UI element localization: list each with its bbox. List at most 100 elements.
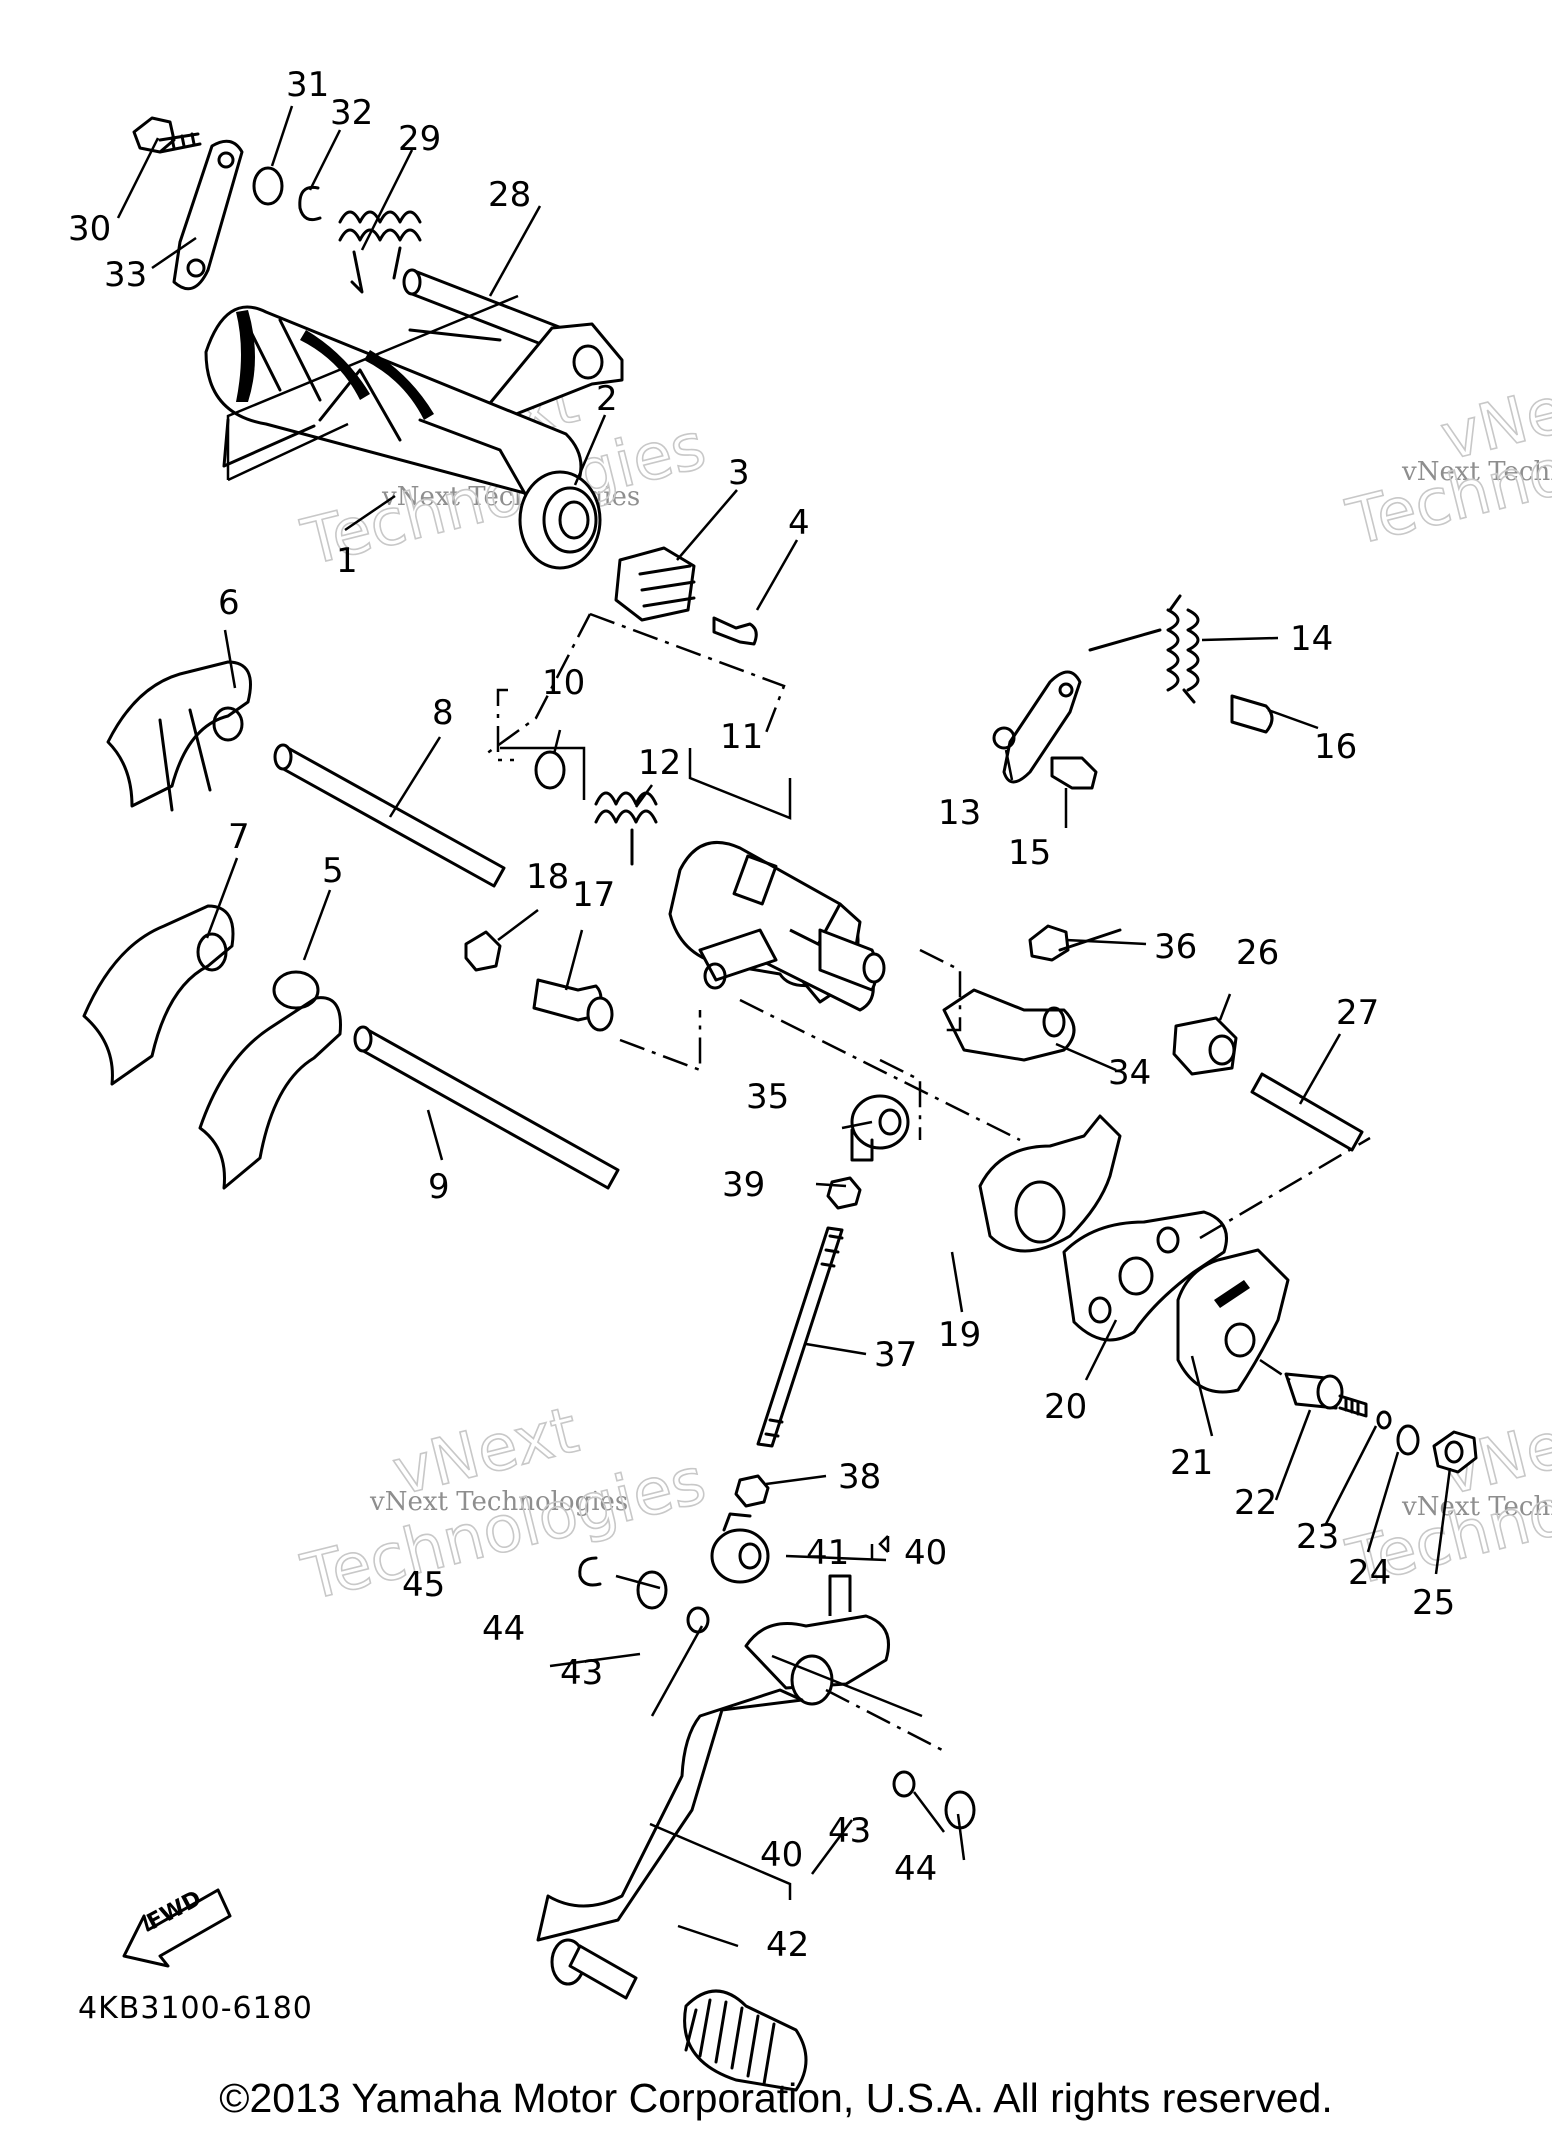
callout-6: 6 [218, 583, 240, 623]
part-42-pedal-rubber [683, 1989, 808, 2092]
part-37-shift-rod [756, 1226, 844, 1448]
part-38-nut [734, 1474, 770, 1508]
assembly-line [619, 1010, 702, 1072]
part-43-washer [892, 1770, 916, 1798]
part-43-washer [686, 1606, 710, 1634]
assembly-line [879, 1058, 922, 1140]
callout-2: 2 [596, 379, 618, 419]
part-44-washer [636, 1570, 668, 1610]
callout-43-left: 43 [560, 1653, 603, 1693]
part-9-guide-bar [353, 1025, 620, 1190]
callout-44-right: 44 [894, 1849, 937, 1889]
callout-29: 29 [398, 119, 441, 159]
callout-42: 42 [766, 1925, 809, 1965]
part-16-screw [1230, 694, 1274, 734]
callout-3: 3 [728, 453, 750, 493]
callout-21: 21 [1170, 1443, 1213, 1483]
callout-16: 16 [1314, 727, 1357, 767]
callout-45: 45 [402, 1565, 445, 1605]
part-6-shift-fork [106, 660, 252, 812]
part-14-spring [1088, 594, 1200, 704]
callout-35: 35 [746, 1077, 789, 1117]
part-18-collar [464, 930, 502, 972]
callout-18: 18 [526, 857, 569, 897]
part-33-stopper-lever [172, 139, 244, 291]
part-31-washer [252, 166, 284, 206]
callout-36: 36 [1154, 927, 1197, 967]
callout-4: 4 [788, 503, 810, 543]
part-34-shift-arm [942, 988, 1076, 1062]
callout-44-left: 44 [482, 1609, 525, 1649]
callout-13: 13 [938, 793, 981, 833]
bracket-line [226, 294, 519, 482]
callout-33: 33 [104, 255, 147, 295]
part-5-shift-fork [198, 970, 342, 1190]
callout-40-assembly: 40 [904, 1533, 947, 1573]
part-26-collar [1172, 1016, 1238, 1076]
assembly-line [825, 1688, 947, 1754]
assembly-line [1199, 1136, 1371, 1240]
callout-20: 20 [1044, 1387, 1087, 1427]
callout-38: 38 [838, 1457, 881, 1497]
callout-labels: 1 2 3 4 5 6 7 8 9 10 11 12 13 14 15 16 1… [68, 65, 1455, 1965]
callout-23: 23 [1296, 1517, 1339, 1557]
part-10-washer [534, 750, 566, 790]
part-25-nut [1432, 1430, 1478, 1474]
part-11-shift-shaft [668, 840, 886, 1012]
assembly-line [485, 613, 592, 756]
callout-7: 7 [228, 817, 250, 857]
callout-32: 32 [330, 93, 373, 133]
parts-artwork: FWD [82, 116, 1478, 2092]
part-22-bolt [1284, 1372, 1368, 1418]
watermark-text: vNext Technologies [369, 1487, 628, 1517]
callout-30: 30 [68, 209, 111, 249]
callout-31: 31 [286, 65, 329, 105]
part-17-bolt [532, 978, 614, 1032]
callout-41: 41 [806, 1533, 849, 1573]
callout-43-right: 43 [828, 1811, 871, 1851]
callout-27: 27 [1336, 993, 1379, 1033]
part-45-circlip [578, 1556, 602, 1587]
callout-5: 5 [322, 851, 344, 891]
callout-11: 11 [720, 717, 763, 757]
assembly-line [739, 998, 1021, 1142]
part-2-bearing [518, 470, 602, 570]
part-23-washer [1376, 1410, 1392, 1430]
watermark-layer: vNext Technologies vNext Technologies vN… [294, 358, 1552, 1617]
callout-34: 34 [1108, 1053, 1151, 1093]
callout-39: 39 [722, 1165, 765, 1205]
part-7-shift-fork [82, 904, 235, 1086]
assembly-line [1259, 1358, 1291, 1382]
part-32-circlip [298, 185, 322, 222]
part-28-shaft [402, 268, 624, 424]
part-30-bolt [132, 116, 202, 154]
assembly-line [919, 948, 962, 1032]
part-24-washer [1396, 1424, 1420, 1456]
part-39-nut [826, 1176, 862, 1210]
assembly-line [496, 688, 514, 762]
part-27-pin [1250, 1072, 1364, 1152]
watermark-text: vNext Technologies [1401, 1492, 1552, 1522]
diagram-code: 4KB3100-6180 [78, 1991, 313, 2026]
part-41-rod-end [710, 1512, 770, 1584]
part-12-spring [594, 791, 658, 866]
callout-17: 17 [572, 875, 615, 915]
part-4-screw [712, 616, 758, 646]
bracket-line [771, 1654, 923, 1718]
part-19-shift-cam [978, 1114, 1122, 1253]
callout-40-pedal: 40 [760, 1835, 803, 1875]
assembly-line [589, 612, 786, 739]
callout-37: 37 [874, 1335, 917, 1375]
part-40-shift-pedal [536, 1574, 890, 2000]
callout-12: 12 [638, 743, 681, 783]
callout-10: 10 [542, 663, 585, 703]
part-3-segment [614, 546, 696, 622]
callout-leaders [116, 105, 1452, 1948]
callout-9: 9 [428, 1167, 450, 1207]
callout-24: 24 [1348, 1553, 1391, 1593]
part-13-stopper-lever [992, 670, 1082, 784]
callout-26: 26 [1236, 933, 1279, 973]
callout-15: 15 [1008, 833, 1051, 873]
copyright-notice: ©2013 Yamaha Motor Corporation, U.S.A. A… [219, 2075, 1333, 2121]
